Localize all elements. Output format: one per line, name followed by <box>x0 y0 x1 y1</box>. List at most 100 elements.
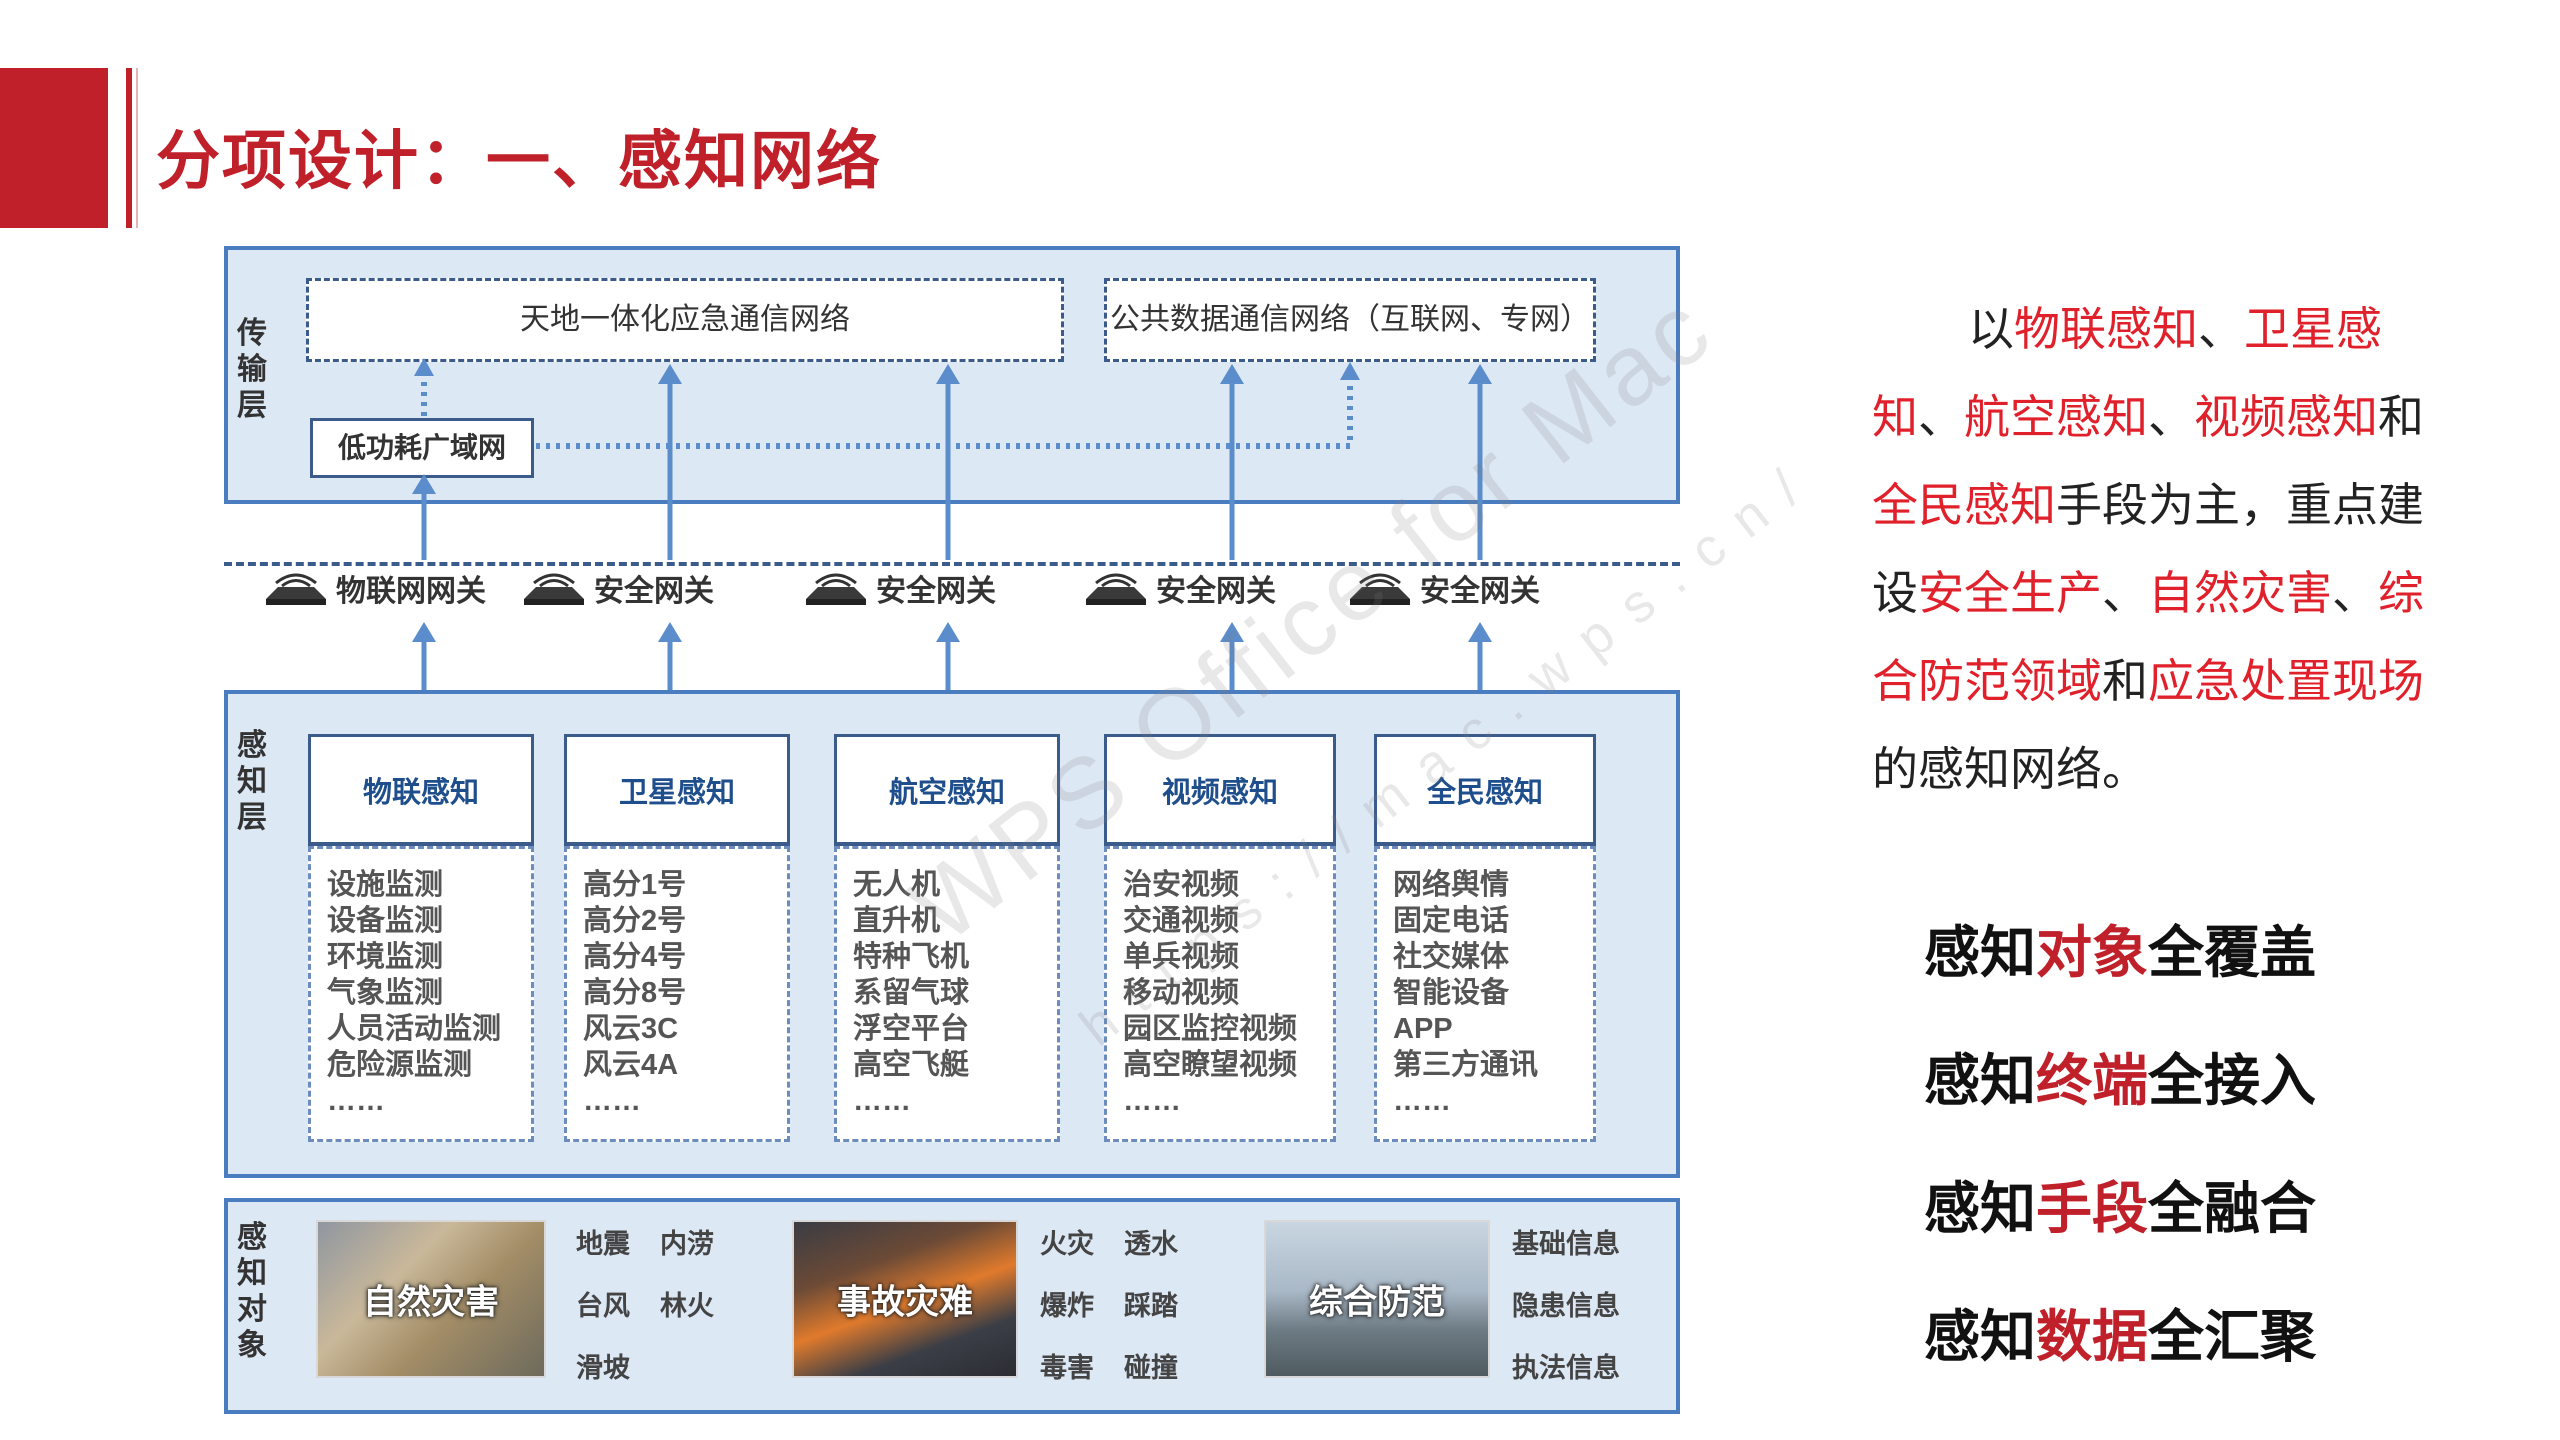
lpwan-label: 低功耗广域网 <box>337 432 506 463</box>
slogan-3: 感知手段全融合 <box>1924 1164 2316 1245</box>
intro-text: 、 <box>1918 391 1964 443</box>
photo-natural-disaster: 自然灾害 <box>316 1220 546 1378</box>
arrowhead-gw3 <box>936 364 960 384</box>
list-item: 风云4A <box>583 1049 679 1081</box>
intro-highlight: 全民感知 <box>1872 479 2056 531</box>
intro-text: 、 <box>2332 567 2378 619</box>
router-icon <box>806 573 866 605</box>
intro-highlight: 卫星感知 <box>1872 303 2382 443</box>
list-item: 社交媒体 <box>1393 941 1510 973</box>
object-item: 滑坡 <box>576 1353 630 1383</box>
list-item: …… <box>1393 1085 1451 1117</box>
list-item: 高分2号 <box>583 905 687 937</box>
list-item: 人员活动监测 <box>327 1013 502 1045</box>
object-item: 爆炸 <box>1040 1291 1094 1321</box>
gateway-label: 安全网关 <box>1156 575 1276 608</box>
object-item: 踩踏 <box>1124 1291 1178 1321</box>
intro-highlight: 自然灾害 <box>2148 567 2332 619</box>
intro-highlight: 应急处置现场 <box>2148 655 2424 707</box>
list-item: 网络舆情 <box>1393 869 1510 901</box>
list-item: 高空瞭望视频 <box>1123 1049 1298 1081</box>
intro-paragraph: 以物联感知、卫星感知、航空感知、视频感知和全民感知手段为主，重点建设安全生产、自… <box>1872 285 2432 813</box>
intro-highlight: 航空感知 <box>1964 391 2148 443</box>
list-item: 特种飞机 <box>853 941 970 973</box>
intro-text: 和 <box>2102 655 2148 707</box>
header-divider-light <box>136 68 138 228</box>
photo-label: 综合防范 <box>1309 1283 1445 1322</box>
intro-highlight: 视频感知 <box>2194 391 2378 443</box>
slogan-keyword: 对象 <box>2036 921 2148 984</box>
gateway-iot: 物联网网关 <box>262 566 486 610</box>
slogan-prefix: 感知 <box>1924 1049 2036 1112</box>
list-item: APP <box>1393 1013 1453 1045</box>
object-item: 火灾 <box>1040 1229 1094 1259</box>
header-red-block <box>0 68 108 228</box>
sensing-layer-label: 感知层 <box>237 729 267 834</box>
arrowhead-lpwan-right <box>1340 362 1360 380</box>
router-icon <box>266 573 326 605</box>
gateway-security-1: 安全网关 <box>520 566 714 610</box>
arrowhead-gw4 <box>1220 364 1244 384</box>
slogan-suffix: 全汇聚 <box>2148 1305 2316 1368</box>
intro-text: 和 <box>2378 391 2424 443</box>
sense-list-public: 网络舆情 固定电话 社交媒体 智能设备 APP 第三方通讯 …… <box>1374 846 1596 1142</box>
sense-list-aerial: 无人机 直升机 特种飞机 系留气球 浮空平台 高空飞艇 …… <box>834 846 1060 1142</box>
slogan-prefix: 感知 <box>1924 1177 2036 1240</box>
arrowhead-sense1 <box>412 622 436 642</box>
list-item: 无人机 <box>853 869 941 901</box>
arrowhead-sense5 <box>1468 622 1492 642</box>
slogan-prefix: 感知 <box>1924 921 2036 984</box>
arrowhead-sense4 <box>1220 622 1244 642</box>
network-box-public: 公共数据通信网络（互联网、专网） <box>1104 278 1596 362</box>
sense-head-video: 视频感知 <box>1104 734 1336 848</box>
arrowhead-gw2 <box>658 364 682 384</box>
gateway-label: 安全网关 <box>876 575 996 608</box>
slogan-1: 感知对象全覆盖 <box>1924 908 2316 989</box>
photo-comprehensive-prevention: 综合防范 <box>1264 1220 1490 1378</box>
gateway-label: 物联网网关 <box>336 575 486 608</box>
slogan-keyword: 手段 <box>2036 1177 2148 1240</box>
network-label-public: 公共数据通信网络（互联网、专网） <box>1110 303 1590 336</box>
objects-layer-label: 感知对象 <box>237 1221 267 1362</box>
intro-text: 手段为主，重点建设 <box>1872 479 2424 619</box>
photo-label: 自然灾害 <box>363 1283 499 1322</box>
object-item: 地震 <box>576 1229 630 1259</box>
gateway-boundary-line <box>224 562 1680 566</box>
intro-highlight: 物联感知 <box>2014 303 2198 355</box>
sense-list-iot: 设施监测 设备监测 环境监测 气象监测 人员活动监测 危险源监测 …… <box>308 846 534 1142</box>
list-item: 高空飞艇 <box>853 1049 970 1081</box>
sensing-network-diagram: 传输层 天地一体化应急通信网络 公共数据通信网络（互联网、专网） 低功耗广域网 <box>224 246 1680 1414</box>
router-icon <box>524 573 584 605</box>
gateway-label: 安全网关 <box>594 575 714 608</box>
list-item: 园区监控视频 <box>1123 1013 1298 1045</box>
object-item: 碰撞 <box>1124 1353 1178 1383</box>
router-icon <box>1086 573 1146 605</box>
list-item: 环境监测 <box>327 941 444 973</box>
sense-head-public: 全民感知 <box>1374 734 1596 848</box>
lpwan-box: 低功耗广域网 <box>310 418 534 478</box>
photo-accident-disaster: 事故灾难 <box>792 1220 1018 1378</box>
list-item: 高分1号 <box>583 869 687 901</box>
intro-text: 以 <box>1968 303 2014 355</box>
list-item: 移动视频 <box>1123 977 1240 1009</box>
slogan-suffix: 全接入 <box>2148 1049 2316 1112</box>
list-item: 风云3C <box>583 1013 679 1045</box>
arrowhead-sense2 <box>658 622 682 642</box>
arrowhead-lpwan-left <box>414 358 434 376</box>
sense-head-satellite: 卫星感知 <box>564 734 790 848</box>
object-item: 透水 <box>1124 1229 1178 1259</box>
list-item: 固定电话 <box>1393 905 1510 937</box>
sense-list-satellite: 高分1号 高分2号 高分4号 高分8号 风云3C 风云4A …… <box>564 846 790 1142</box>
list-item: 交通视频 <box>1123 905 1240 937</box>
list-item: 直升机 <box>853 905 941 937</box>
header-divider <box>126 68 132 228</box>
intro-highlight: 综合防范领域 <box>1872 567 2424 707</box>
list-item: 高分4号 <box>583 941 687 973</box>
list-item: …… <box>583 1085 641 1117</box>
sense-list-video: 治安视频 交通视频 单兵视频 移动视频 园区监控视频 高空瞭望视频 …… <box>1104 846 1336 1142</box>
list-item: 浮空平台 <box>853 1013 970 1045</box>
slogan-suffix: 全融合 <box>2148 1177 2316 1240</box>
gateway-label: 安全网关 <box>1420 575 1540 608</box>
object-item: 执法信息 <box>1512 1353 1620 1383</box>
list-item: 系留气球 <box>853 977 970 1009</box>
